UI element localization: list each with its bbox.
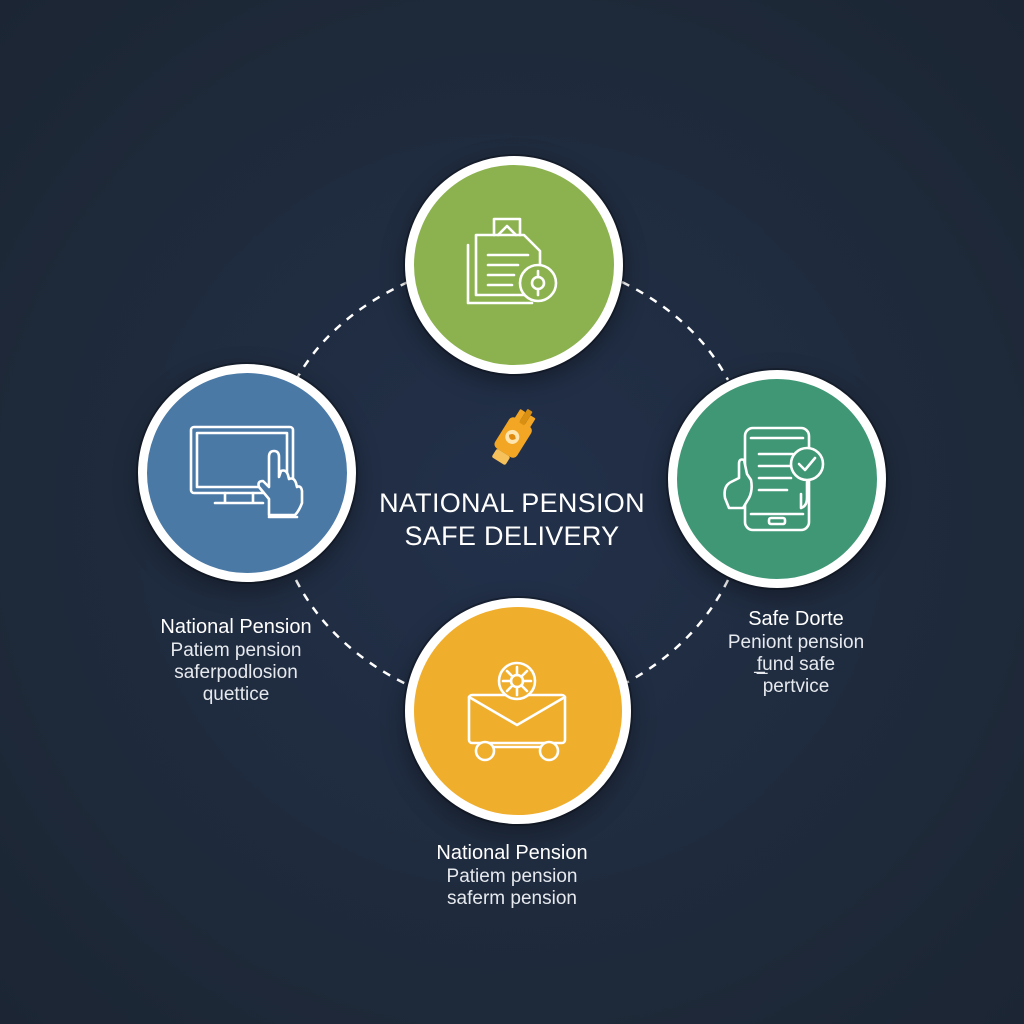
diagram-title: NATIONAL PENSION SAFE DELIVERY xyxy=(312,487,712,553)
connector-top-right xyxy=(621,280,730,381)
label-left: National Pension Patiem pension saferpod… xyxy=(136,614,336,706)
node-mobile xyxy=(668,370,886,588)
label-left-line-1: Patiem pension xyxy=(170,640,302,661)
node-document xyxy=(405,156,623,374)
label-right-line-3: pertvice xyxy=(762,676,830,697)
label-right-line-2: f̲̲und safe xyxy=(756,654,836,675)
mobile-verified-icon xyxy=(723,426,825,532)
label-left-title: National Pension xyxy=(160,616,312,638)
mail-delivery-cart-icon xyxy=(467,661,567,762)
node-computer xyxy=(138,364,356,582)
connector-top-left xyxy=(294,280,409,381)
label-left-line-2: saferpodlosion xyxy=(174,662,298,683)
title-line-1: NATIONAL PENSION xyxy=(379,488,645,518)
connector-right-bottom xyxy=(623,579,730,686)
connector-left-bottom xyxy=(294,579,407,686)
label-bottom-line-2: saferm pension xyxy=(447,888,577,909)
label-right-title: Safe Dorte xyxy=(748,608,844,630)
label-bottom-line-1: Patiem pension xyxy=(446,866,578,887)
label-right-line-1: Peniont pension xyxy=(727,632,865,653)
node-mail-delivery xyxy=(405,598,631,824)
computer-touch-icon xyxy=(189,425,304,519)
label-bottom: National Pension Patiem pension saferm p… xyxy=(412,840,612,910)
label-bottom-title: National Pension xyxy=(436,842,588,864)
title-line-2: SAFE DELIVERY xyxy=(404,521,620,551)
usb-drive-icon xyxy=(492,409,536,465)
label-left-line-3: quettice xyxy=(202,684,270,705)
label-right: Safe Dorte Peniont pension f̲̲und safe p… xyxy=(696,606,896,698)
document-certificate-icon xyxy=(466,217,558,305)
